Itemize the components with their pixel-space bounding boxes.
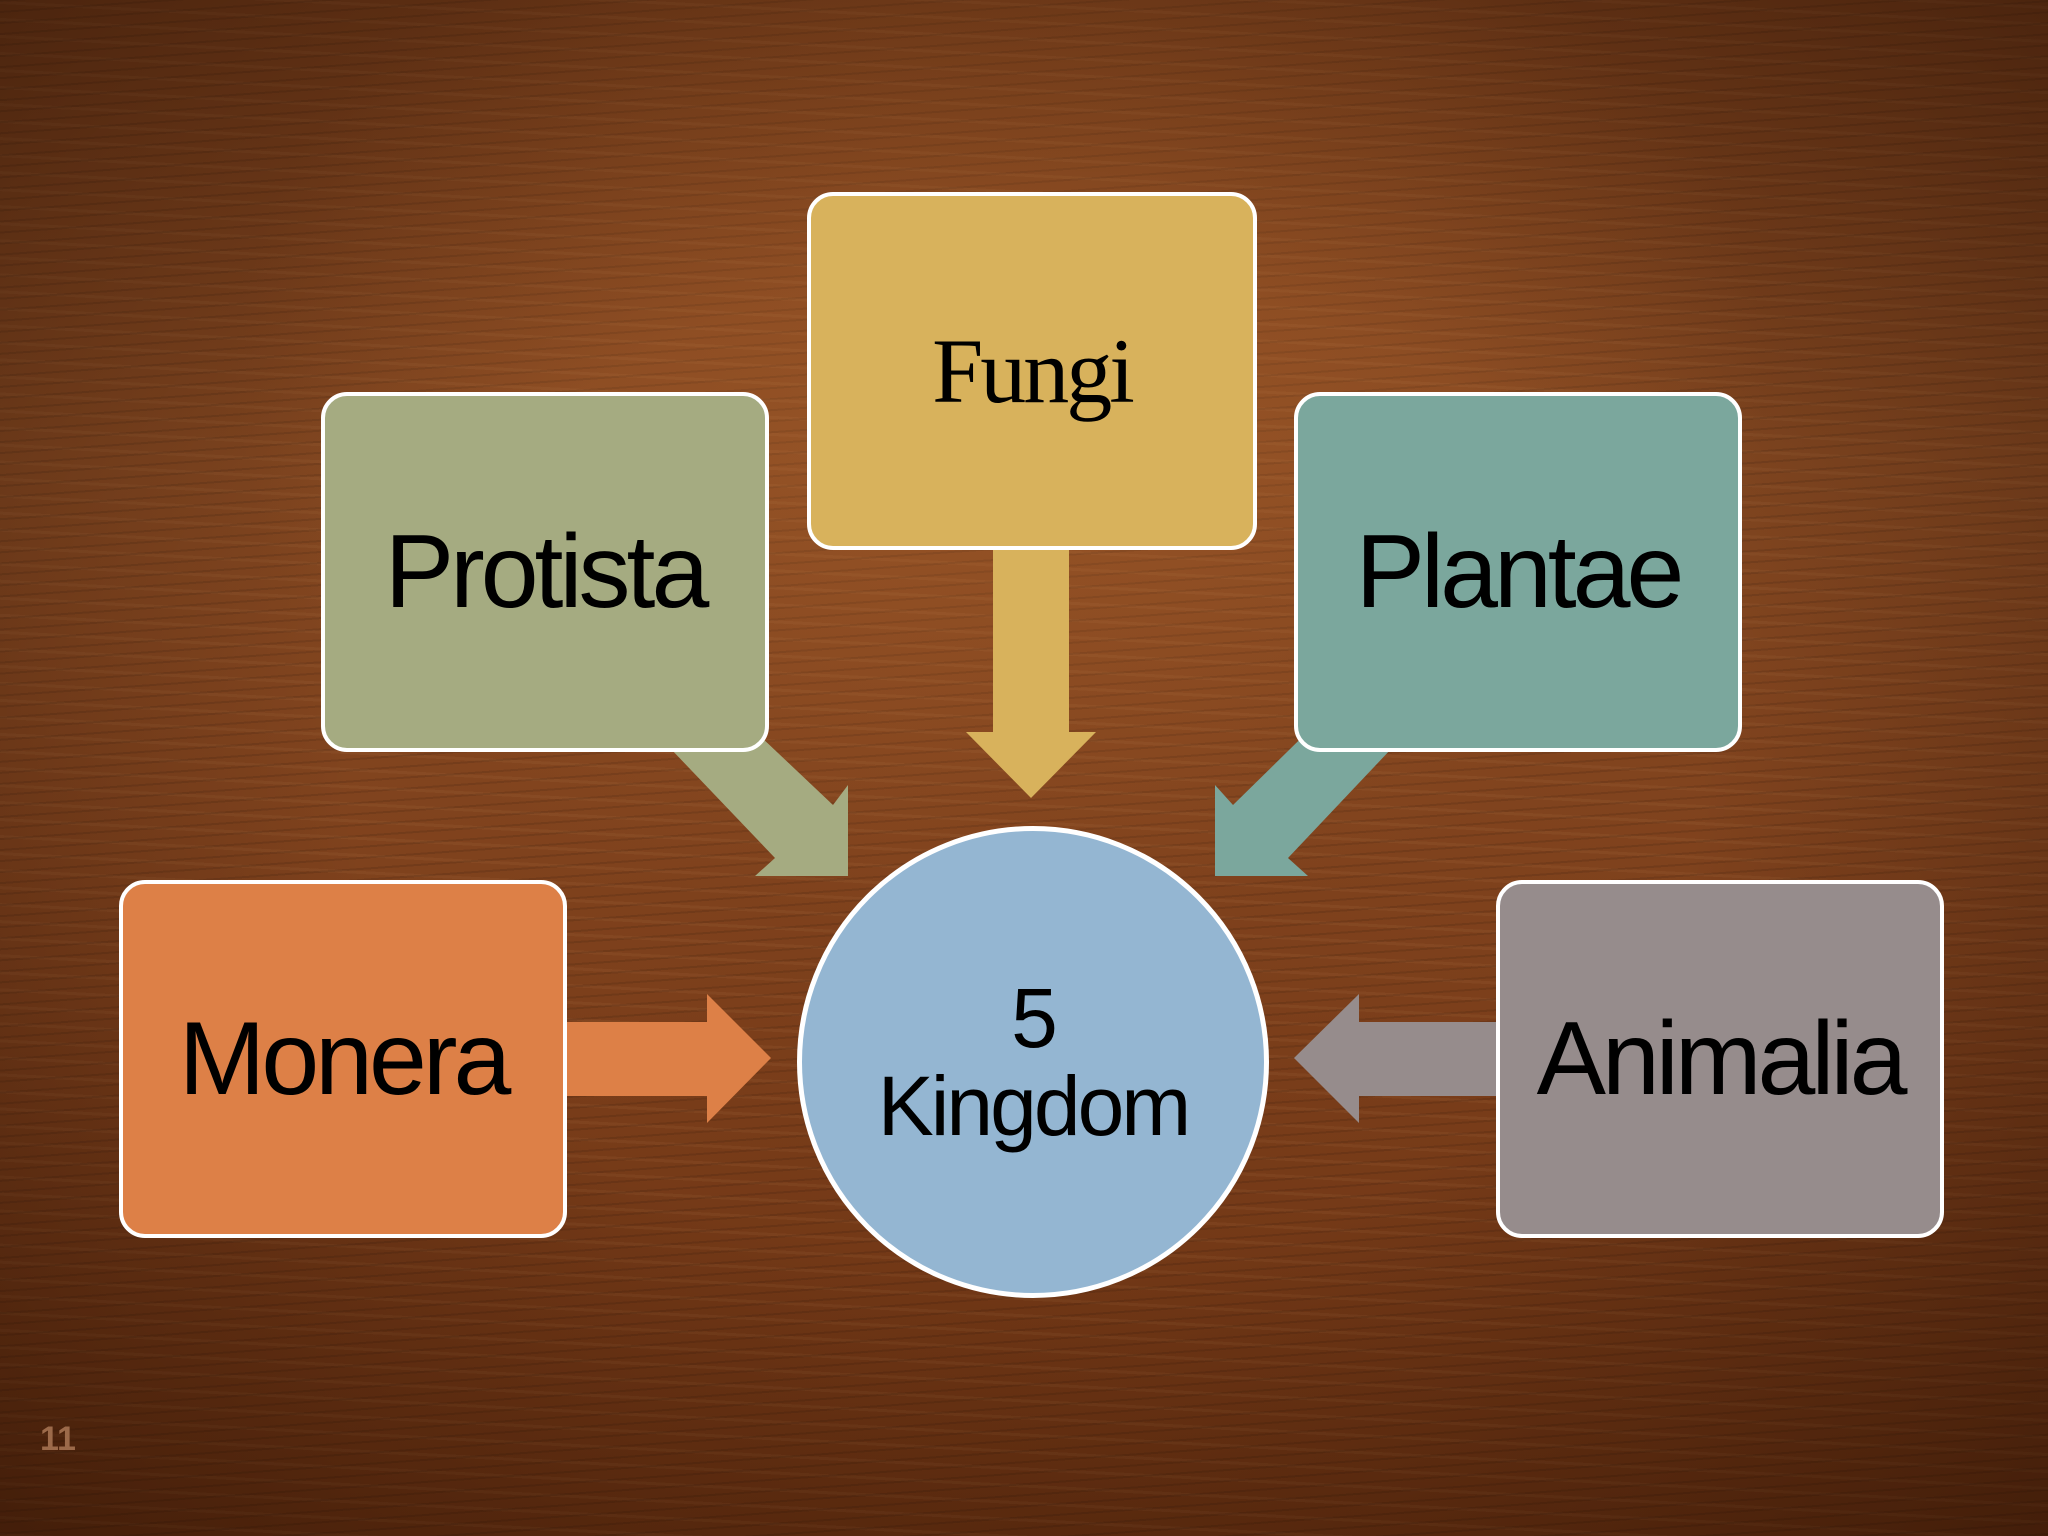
kingdom-label-fungi: Fungi xyxy=(932,320,1135,422)
kingdom-box-monera: Monera xyxy=(119,880,567,1238)
page-number: 11 xyxy=(40,1420,76,1458)
kingdom-label-animalia: Animalia xyxy=(1536,1000,1908,1117)
arrow-monera xyxy=(566,994,771,1123)
center-number: 5 xyxy=(1011,971,1058,1065)
kingdom-label-protista: Protista xyxy=(384,513,710,630)
center-circle: 5 Kingdom xyxy=(797,826,1269,1298)
arrow-fungi xyxy=(966,548,1096,798)
kingdom-box-plantae: Plantae xyxy=(1294,392,1742,752)
arrow-animalia xyxy=(1294,994,1497,1123)
kingdom-box-fungi: Fungi xyxy=(807,192,1257,550)
center-label: Kingdom xyxy=(877,1059,1192,1153)
kingdom-box-protista: Protista xyxy=(321,392,769,752)
kingdom-box-animalia: Animalia xyxy=(1496,880,1944,1238)
kingdom-label-plantae: Plantae xyxy=(1355,513,1685,630)
kingdom-label-monera: Monera xyxy=(178,1000,512,1117)
